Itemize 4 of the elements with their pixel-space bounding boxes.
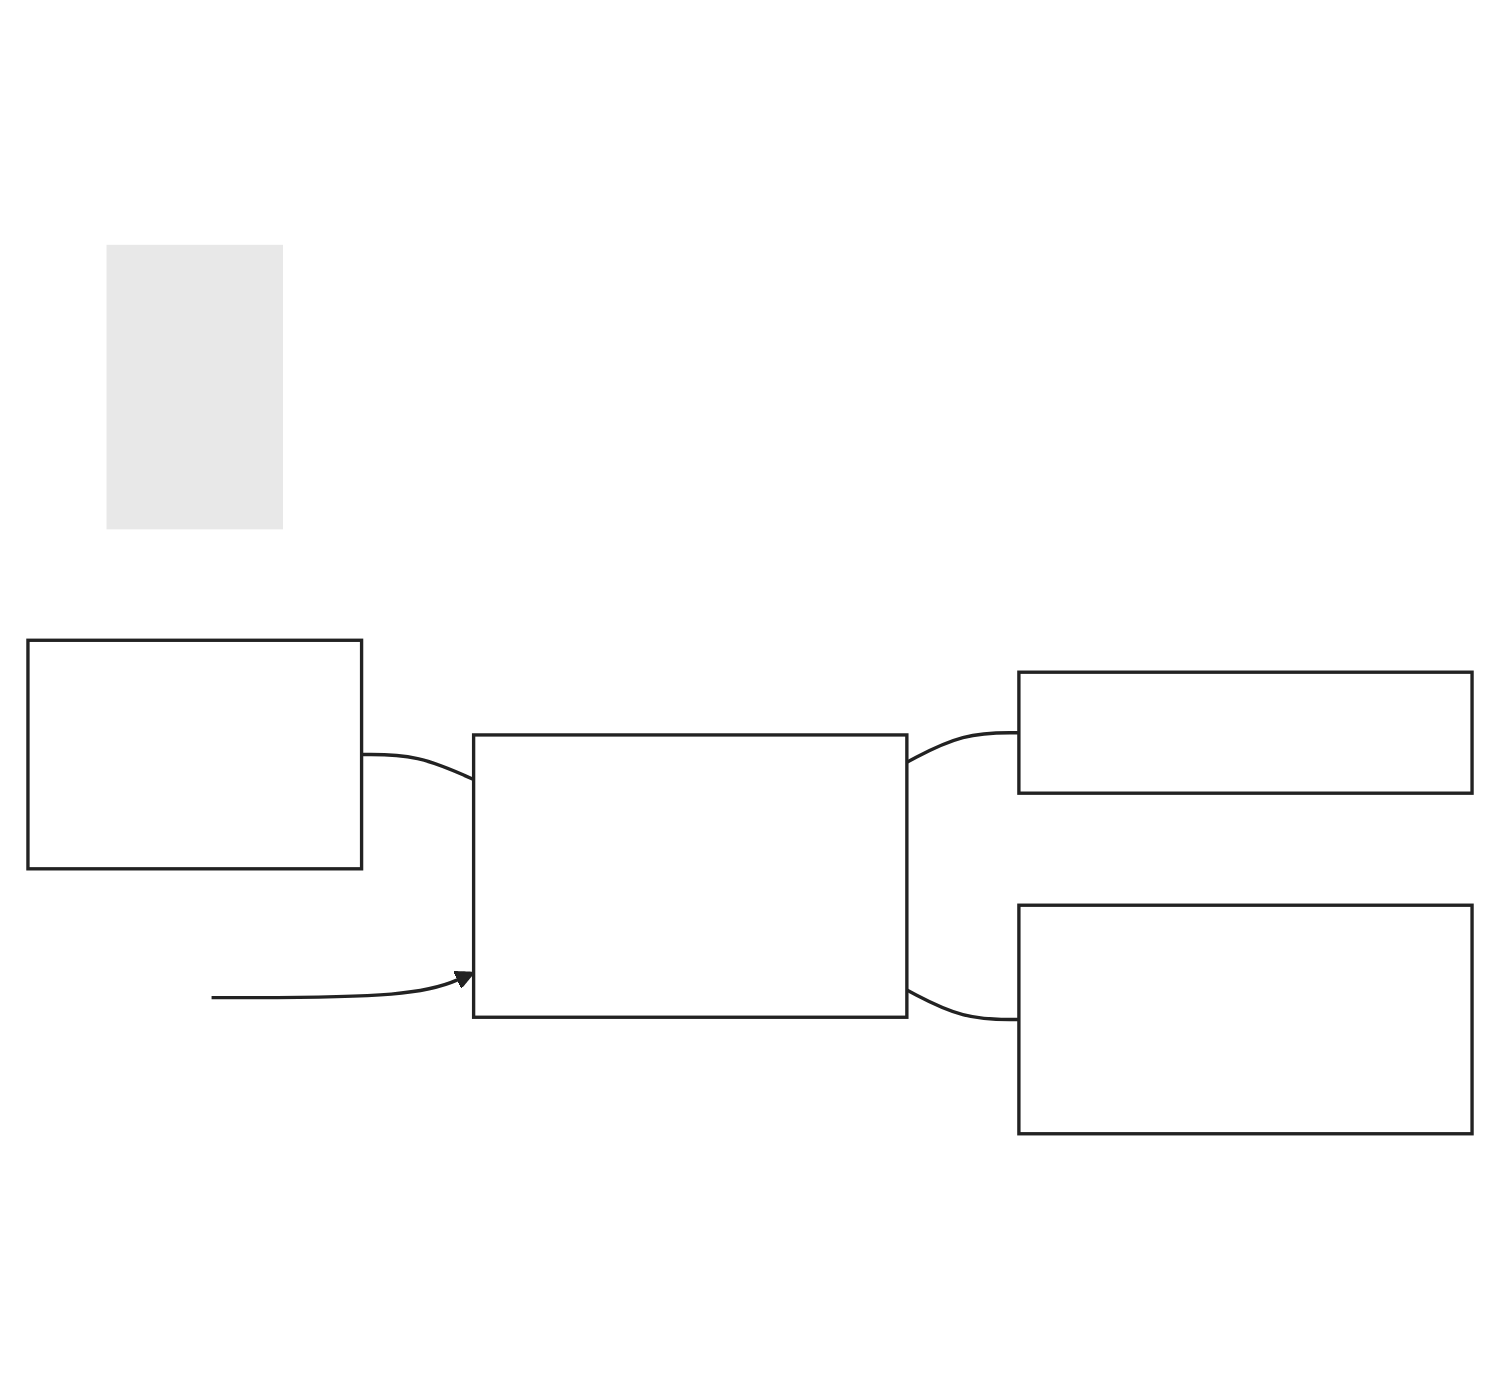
arrow [211, 970, 475, 999]
connector [361, 752, 475, 781]
connector [906, 730, 1019, 763]
connector [906, 987, 1019, 1021]
